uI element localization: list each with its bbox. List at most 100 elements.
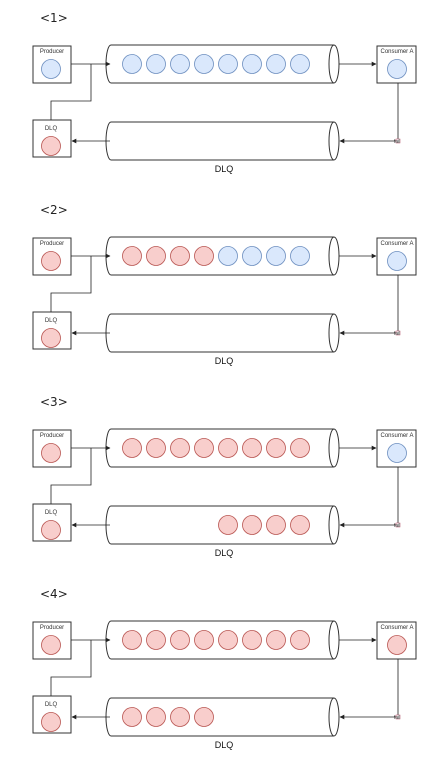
consumer-label: Consumer A [380,433,413,439]
message-circle [122,438,142,458]
message-circle [218,630,238,650]
dlq-queue [105,313,340,353]
fail-marker [395,330,401,336]
message-circle [122,246,142,266]
message-circle [290,438,310,458]
message-circle [218,515,238,535]
message-circle [290,630,310,650]
fail-label: fail [394,331,400,337]
message-circle [146,438,166,458]
dlq-queue-caption: DLQ [215,740,234,750]
message-circle [41,443,61,463]
dlq-box: DLQ [32,311,72,350]
consumer-label: Consumer A [380,625,413,631]
step-label: <2> [40,203,68,217]
dlq-to-queue-line [50,256,92,312]
message-circle [170,246,190,266]
message-circle [266,630,286,650]
dlq-box: DLQ [32,119,72,158]
message-circle [242,54,262,74]
producer-label: Producer [40,433,64,439]
fail-label: fail [394,715,400,721]
message-circle [41,635,61,655]
producer-box: Producer [32,621,72,660]
dlq-box-label: DLQ [45,702,58,708]
connectors [50,445,399,528]
message-circle [387,251,407,271]
message-circle [266,54,286,74]
message-circle [218,54,238,74]
consumer-box: Consumer A [376,45,417,84]
message-circle [242,630,262,650]
producer-label: Producer [40,625,64,631]
message-circle [194,630,214,650]
message-circle [266,515,286,535]
message-circle [170,438,190,458]
message-circle [170,707,190,727]
producer-label: Producer [40,241,64,247]
message-circle [218,438,238,458]
message-circle [146,630,166,650]
fail-to-dlq-arrow [339,467,399,528]
fail-label: fail [394,523,400,529]
dlq-queue [105,121,340,161]
message-circle [266,246,286,266]
dlq-box: DLQ [32,695,72,734]
message-circle [170,54,190,74]
dlq-queue-caption: DLQ [215,356,234,366]
message-circle [41,712,61,732]
message-circle [194,707,214,727]
fail-to-dlq-arrow [339,83,399,144]
message-circle [242,438,262,458]
message-circle [41,520,61,540]
producer-box: Producer [32,45,72,84]
producer-label: Producer [40,49,64,55]
message-circle [266,438,286,458]
message-circle [290,54,310,74]
dlq-to-queue-line [50,448,92,504]
dlq-to-queue-line [50,640,92,696]
message-circle [41,59,61,79]
message-circle [242,246,262,266]
dlq-queue-caption: DLQ [215,164,234,174]
message-circle [41,136,61,156]
message-circle [194,246,214,266]
main-queue [105,428,340,468]
dlq-box-label: DLQ [45,510,58,516]
message-circle [242,515,262,535]
fail-marker [395,522,401,528]
dlq-queue [105,697,340,737]
message-circle [290,515,310,535]
message-circle [41,328,61,348]
fail-label: fail [394,139,400,145]
step-label: <1> [40,11,68,25]
message-circle [41,251,61,271]
consumer-label: Consumer A [380,241,413,247]
step-label: <4> [40,587,68,601]
fail-marker [395,138,401,144]
main-queue [105,236,340,276]
fail-to-dlq-arrow [339,659,399,720]
message-circle [194,438,214,458]
message-circle [122,54,142,74]
dlq-box: DLQ [32,503,72,542]
step-label: <3> [40,395,68,409]
consumer-box: Consumer A [376,429,417,468]
message-circle [146,246,166,266]
message-circle [387,59,407,79]
message-circle [290,246,310,266]
message-circle [194,54,214,74]
dlq-queue [105,505,340,545]
consumer-box: Consumer A [376,237,417,276]
fail-to-dlq-arrow [339,275,399,336]
message-circle [218,246,238,266]
producer-box: Producer [32,429,72,468]
fail-marker [395,714,401,720]
message-circle [146,54,166,74]
message-circle [387,443,407,463]
